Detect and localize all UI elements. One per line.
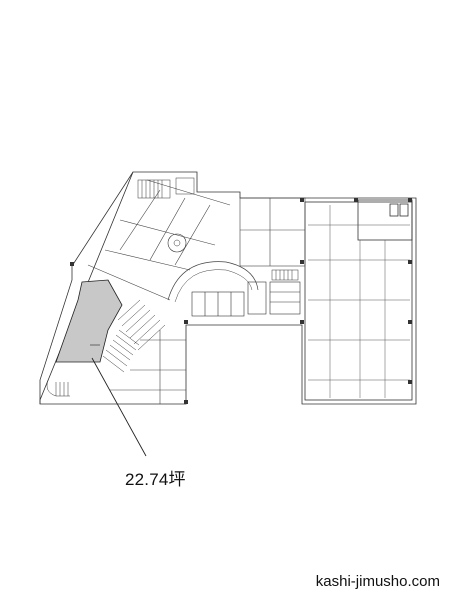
lower-left-offices bbox=[110, 330, 186, 404]
left-diagonal-wall bbox=[39, 171, 134, 404]
site-credit: kashi-jimusho.com bbox=[315, 573, 440, 590]
lobby-curve-inner bbox=[174, 269, 253, 303]
lobby-curve bbox=[167, 261, 259, 301]
service-cabinet-1 bbox=[389, 203, 399, 217]
area-label: 22.74坪 bbox=[125, 470, 186, 489]
service-cabinet-2 bbox=[399, 203, 409, 217]
staircase-main bbox=[102, 299, 166, 373]
office-grid bbox=[308, 205, 410, 398]
spiral-stair bbox=[167, 233, 187, 253]
highlighted-unit bbox=[55, 279, 123, 363]
right-office-block bbox=[304, 201, 413, 401]
building-outline bbox=[39, 171, 417, 405]
leader-line bbox=[91, 357, 147, 457]
service-room bbox=[357, 199, 413, 241]
staircase-bottom-left bbox=[46, 379, 70, 397]
building-core bbox=[191, 281, 301, 317]
mid-office-area bbox=[239, 197, 306, 267]
corridor-band bbox=[87, 179, 231, 301]
staircase-core bbox=[271, 269, 299, 281]
column-marks bbox=[70, 198, 412, 404]
staircase-top bbox=[137, 177, 195, 199]
